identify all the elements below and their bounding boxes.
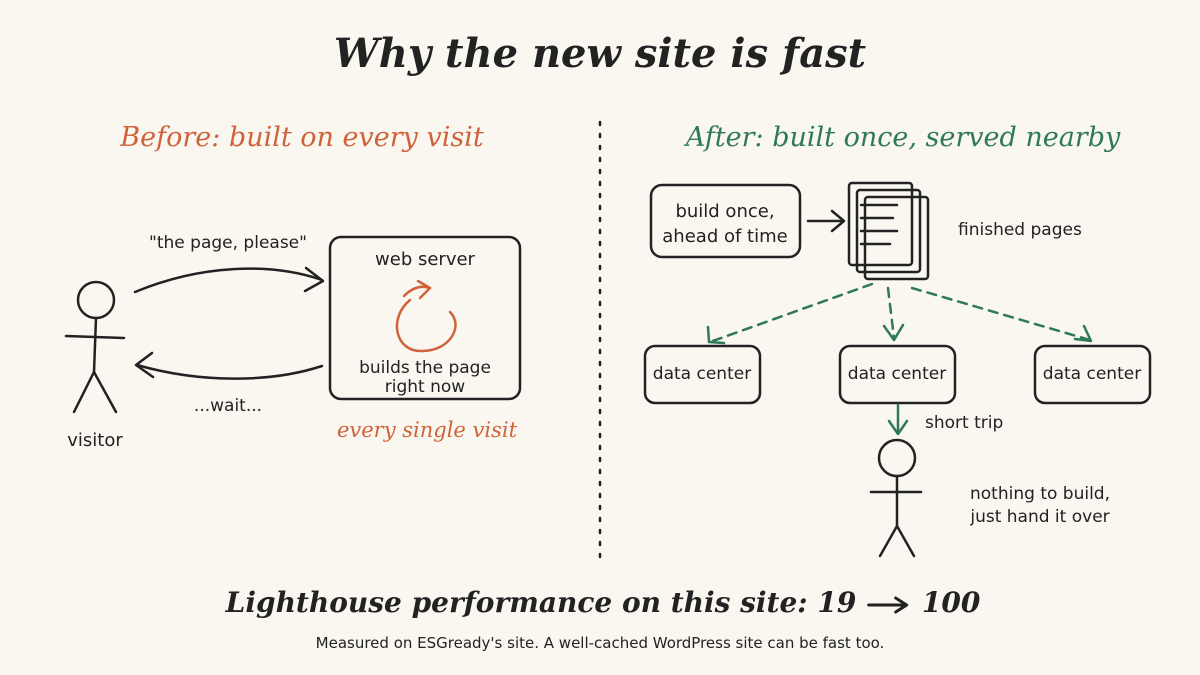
build-once-line2: ahead of time: [662, 226, 788, 247]
lighthouse-label: Lighthouse performance on this site:: [225, 586, 808, 619]
rebuild-cycle-icon: [395, 279, 457, 353]
data-center-box-right: [1033, 344, 1152, 405]
build-once-box: [649, 183, 802, 259]
builds-label-line1: builds the page: [359, 358, 491, 378]
wait-label: ...wait...: [193, 396, 263, 416]
data-center-label-left: data center: [652, 364, 752, 384]
short-trip-arrow: [887, 403, 909, 436]
every-visit-label: every single visit: [336, 418, 518, 442]
finished-pages-label: finished pages: [958, 220, 1082, 240]
data-center-label-right: data center: [1042, 364, 1142, 384]
lighthouse-before-score: 19: [817, 586, 857, 619]
request-arrow: [133, 266, 325, 294]
build-once-line1: build once,: [675, 201, 775, 222]
nearby-visitor-figure: [869, 438, 923, 558]
visitor-figure: [64, 280, 126, 414]
lighthouse-score-line: Lighthouse performance on this site: 19 …: [226, 586, 981, 619]
footnote: Measured on ESGready's site. A well-cach…: [315, 634, 885, 652]
data-center-box-left: [643, 344, 762, 405]
data-center-box-middle: [838, 344, 957, 405]
web-server-box: [328, 235, 522, 401]
page-title: Why the new site is fast: [333, 30, 867, 77]
request-label: "the page, please": [149, 233, 307, 253]
after-heading: After: built once, served nearby: [685, 122, 1121, 153]
score-arrow-icon: [867, 596, 909, 613]
builds-label-line2: right now: [384, 377, 466, 397]
visitor-label: visitor: [67, 430, 123, 451]
data-center-label-middle: data center: [847, 364, 947, 384]
nothing-to-build-line1: nothing to build,: [970, 484, 1110, 504]
nothing-to-build-line2: just hand it over: [970, 507, 1110, 527]
web-server-label: web server: [375, 249, 475, 270]
short-trip-label: short trip: [925, 413, 1004, 433]
publish-arrow: [806, 209, 846, 233]
lighthouse-after-score: 100: [921, 586, 981, 619]
before-heading: Before: built on every visit: [120, 122, 484, 153]
distribution-arrows: [706, 282, 1093, 345]
response-arrow: [134, 351, 324, 380]
finished-pages-icon: [847, 181, 930, 281]
